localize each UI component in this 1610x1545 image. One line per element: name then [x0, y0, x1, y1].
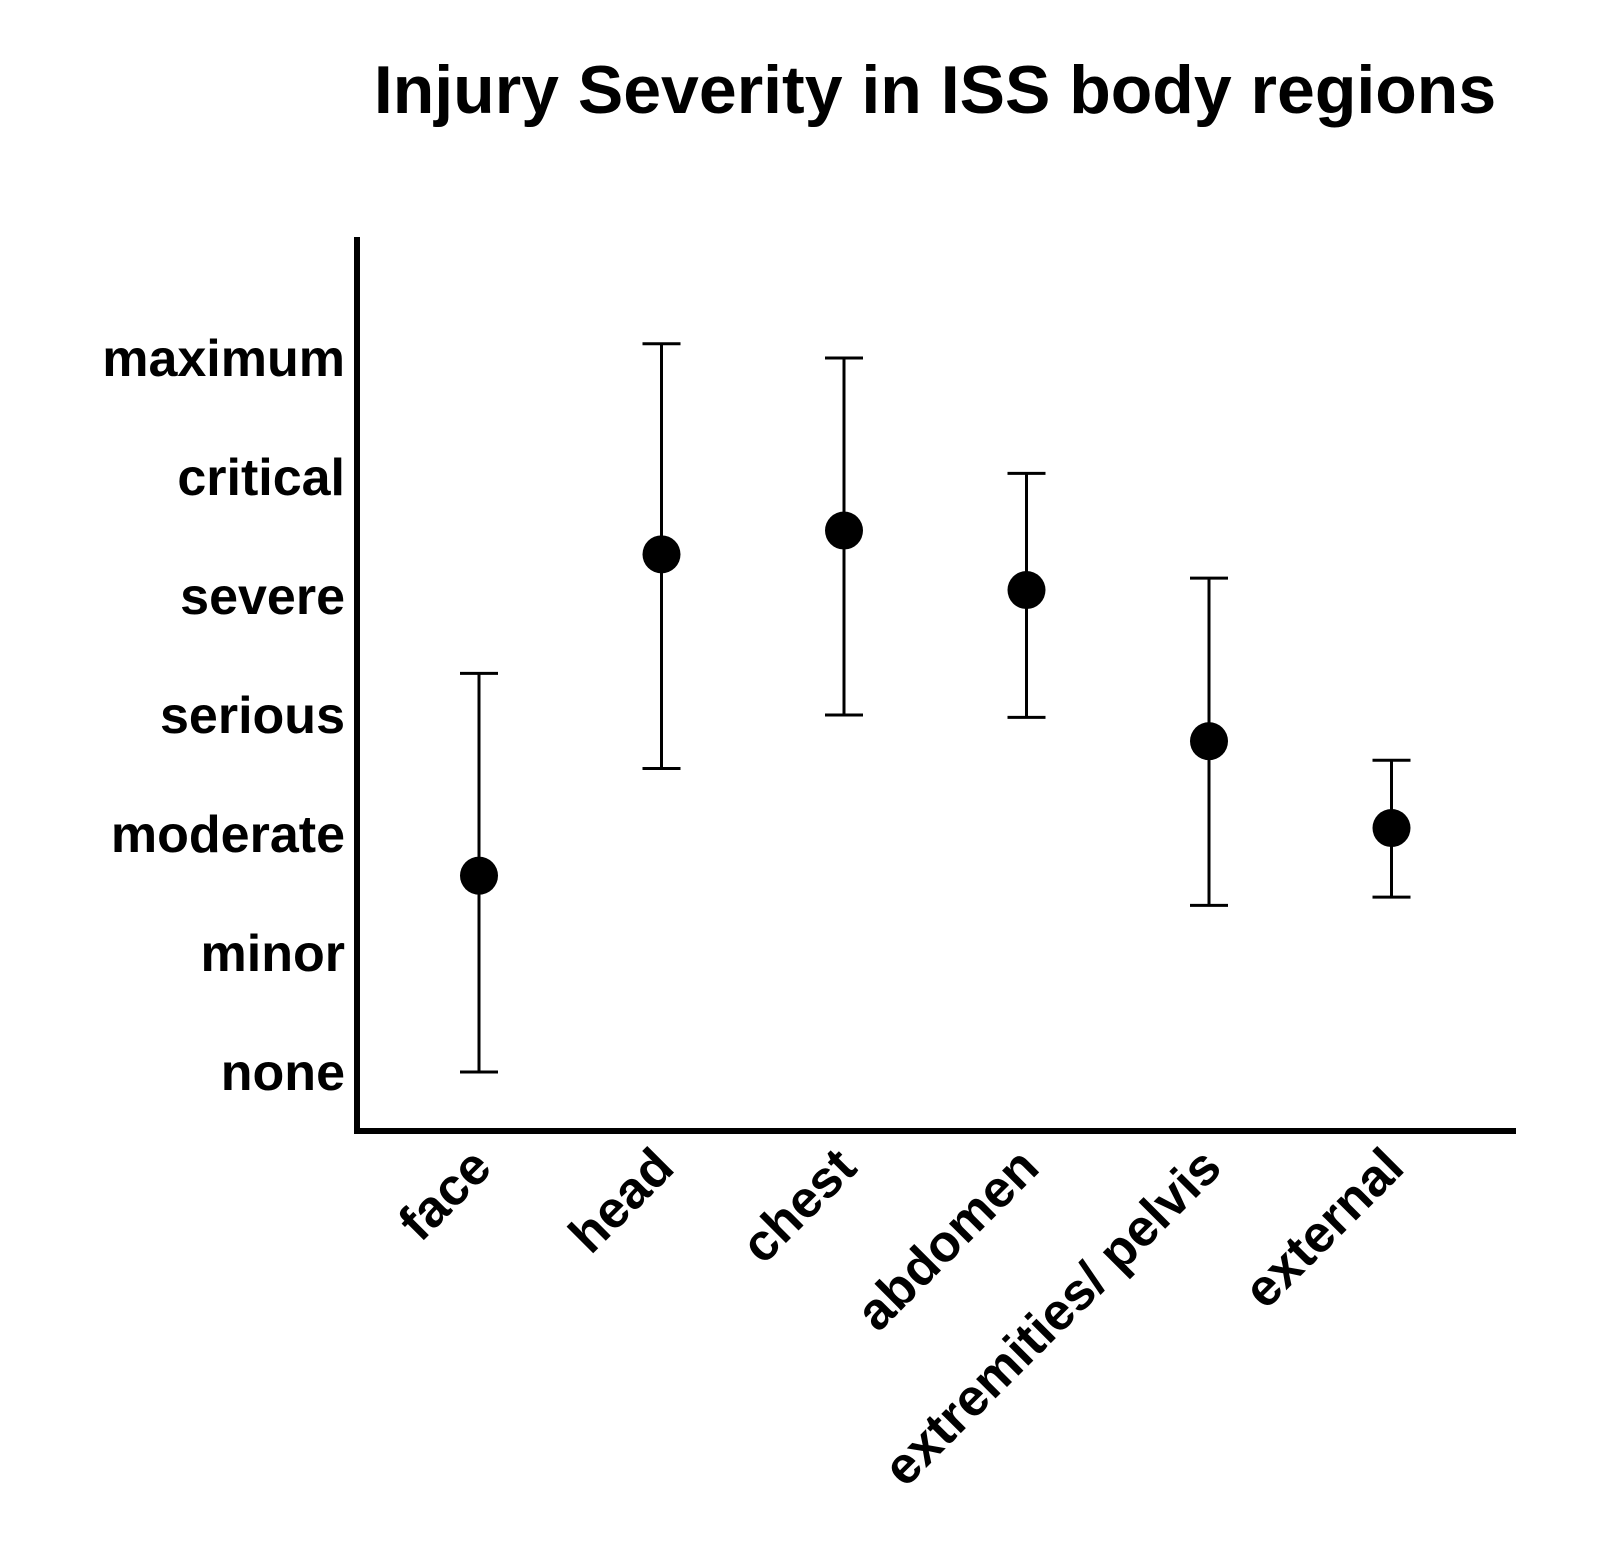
- y-tick-label: serious: [160, 687, 345, 745]
- x-tick-label: extremities/ pelvis: [873, 1137, 1233, 1497]
- y-tick-label: critical: [177, 449, 345, 507]
- x-tick-label: face: [388, 1137, 503, 1252]
- y-tick-label: moderate: [111, 806, 345, 864]
- data-point: [825, 511, 863, 550]
- y-tick-label: none: [221, 1044, 345, 1102]
- plot-area: none minor moderate serious severe critical ma…: [102, 237, 1516, 1497]
- x-tick-label: head: [558, 1137, 685, 1264]
- data-point: [1007, 571, 1046, 610]
- x-tick-label: chest: [730, 1137, 867, 1274]
- y-tick-label: severe: [180, 568, 345, 626]
- x-tick-label: external: [1233, 1137, 1415, 1319]
- data-point: [642, 535, 681, 574]
- y-tick-label: maximum: [102, 330, 345, 388]
- data-point: [1372, 809, 1411, 848]
- data-point: [1190, 722, 1228, 761]
- y-tick-label: minor: [201, 925, 345, 983]
- chart-title: Injury Severity in ISS body regions: [374, 52, 1496, 128]
- data-point: [460, 856, 498, 895]
